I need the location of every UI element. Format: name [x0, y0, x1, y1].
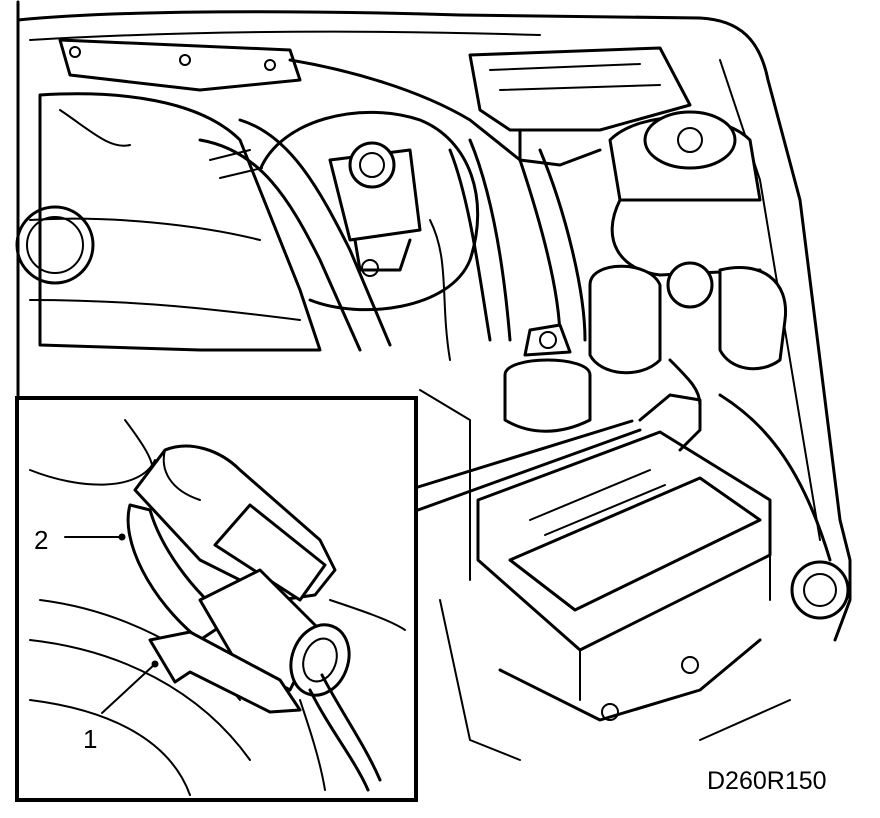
engine-bay-outline	[16, 0, 852, 642]
detail-leader	[416, 419, 642, 512]
figure-code: D260R150	[707, 767, 827, 795]
detail-inset: 2 1	[15, 396, 418, 802]
brake-reservoir	[328, 141, 422, 277]
callout-1-label: 1	[83, 724, 97, 754]
battery-terminal-cable	[638, 358, 832, 562]
cap-right	[790, 560, 850, 620]
brake-booster	[258, 110, 480, 312]
intake-hose	[198, 118, 392, 352]
power-steering-reservoir	[503, 323, 592, 433]
fuse-box	[468, 46, 692, 167]
hoses-center	[429, 138, 587, 361]
washer-reservoir	[588, 261, 788, 375]
expansion-tank	[608, 110, 762, 277]
engine-cover	[15, 92, 322, 352]
bulkhead	[58, 38, 522, 162]
callout-2-label: 2	[34, 525, 48, 555]
chassis-lines	[419, 389, 791, 761]
battery	[476, 430, 772, 722]
